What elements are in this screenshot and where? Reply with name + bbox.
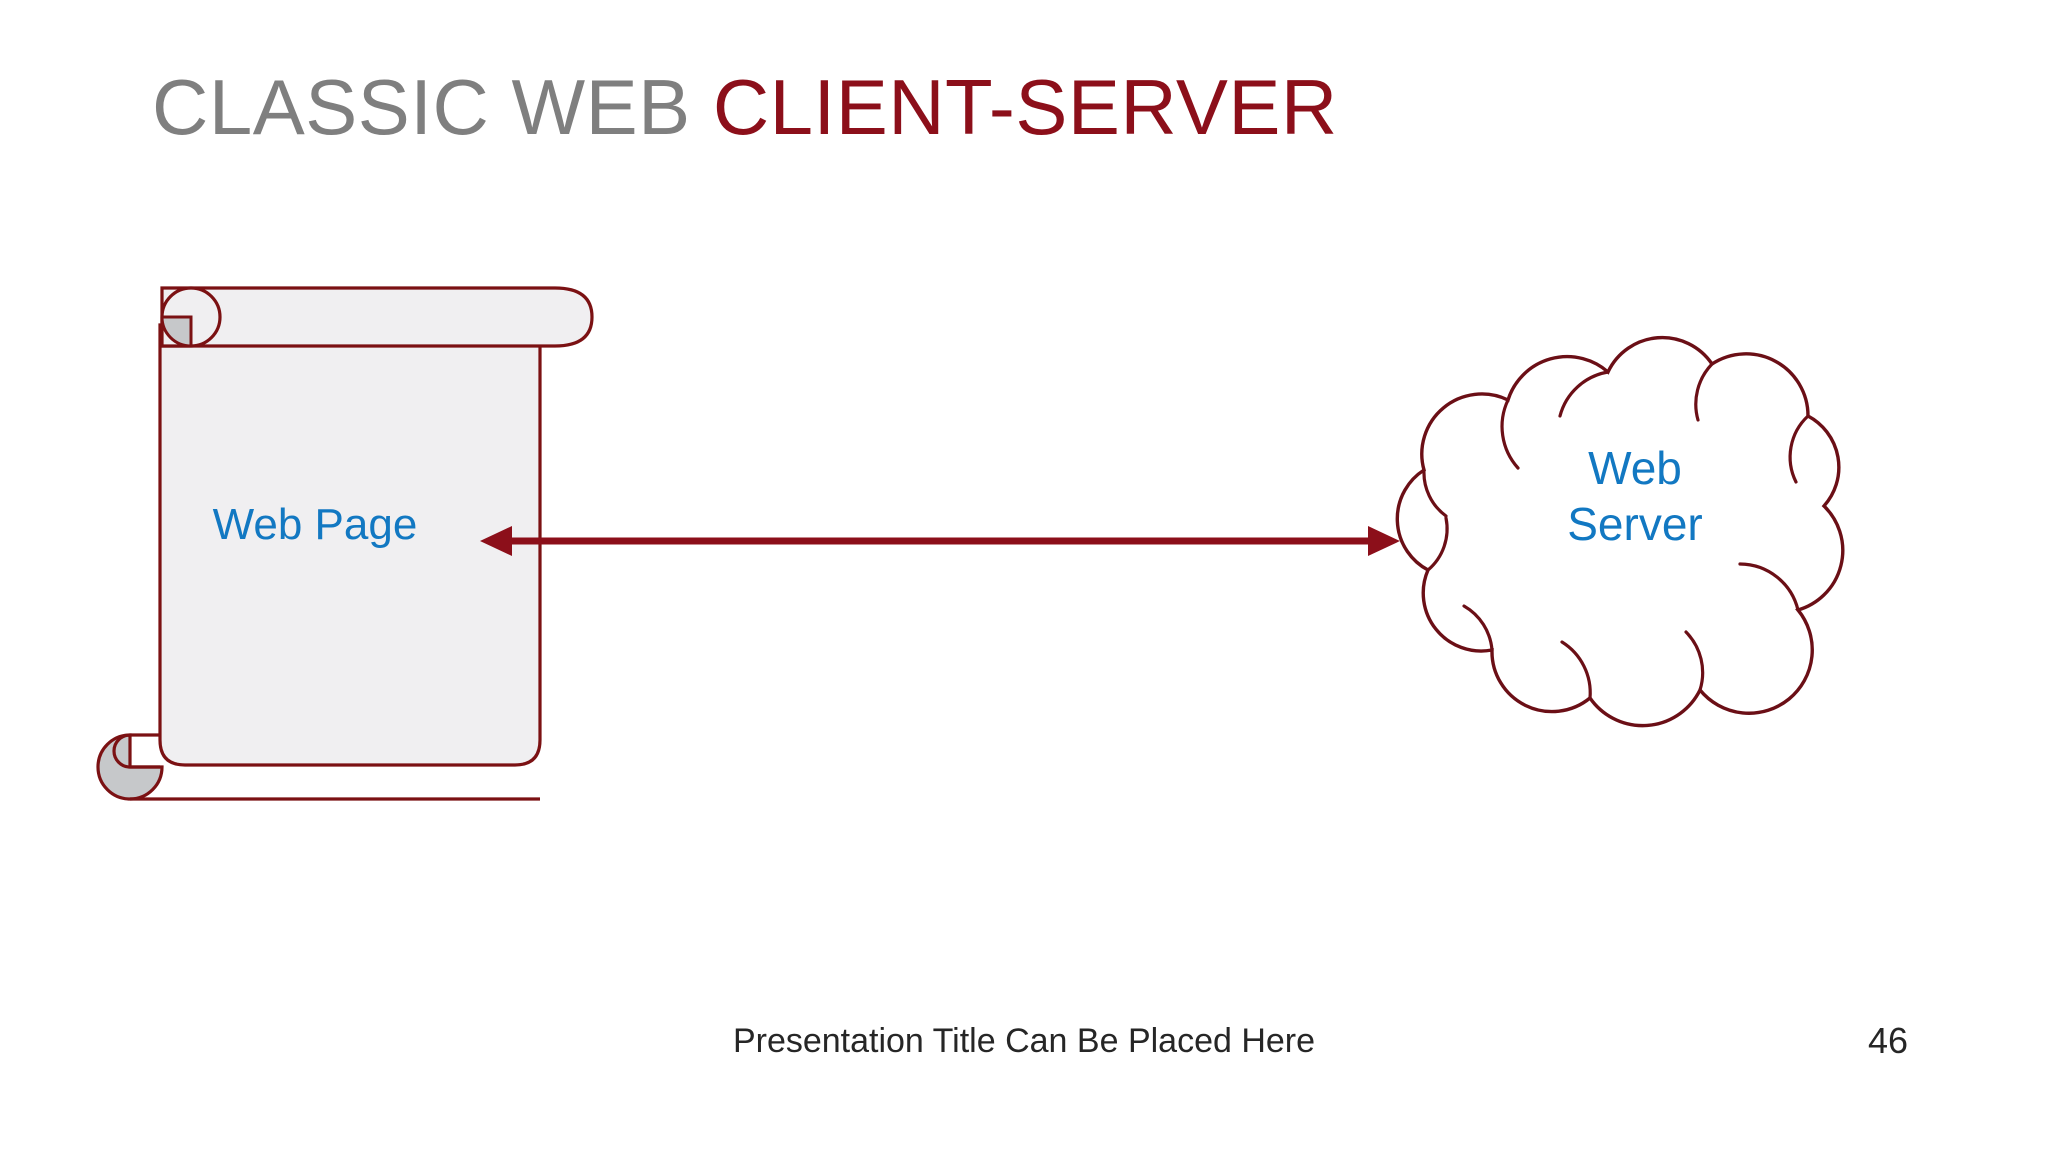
scroll-body [158, 323, 542, 767]
scroll-top-roll [160, 286, 594, 348]
client-server-connector[interactable] [480, 506, 1400, 576]
cloud-scallop-5 [1738, 562, 1800, 612]
page-title: CLASSIC WEB CLIENT-SERVER [152, 68, 1338, 146]
scroll-bottom-curl-spiral [112, 733, 160, 769]
arrowhead-right-icon [1368, 526, 1400, 556]
cloud-scallop-4 [1788, 414, 1810, 484]
page-title-primary: CLASSIC WEB [152, 63, 713, 151]
cloud-scallop-9 [1426, 516, 1449, 572]
scroll-top-curl-inner [160, 315, 193, 348]
footer-presentation-title: Presentation Title Can Be Placed Here [732, 1022, 1316, 1060]
cloud-scallop-6 [1684, 630, 1705, 692]
footer-page-number: 46 [1867, 1020, 1909, 1061]
page-title-accent: CLIENT-SERVER [712, 63, 1338, 151]
cloud-scallop-2 [1558, 370, 1610, 418]
cloud-scallop-7 [1560, 640, 1592, 700]
web-server-node[interactable]: Web Server [1395, 320, 1860, 750]
cloud-scallop-8 [1462, 604, 1494, 652]
cloud-scallop-3 [1694, 362, 1714, 422]
cloud-scallop-1 [1500, 398, 1520, 470]
arrowhead-left-icon [480, 526, 512, 556]
cloud-outline [1395, 335, 1845, 728]
cloud-scallop-10 [1422, 468, 1448, 518]
